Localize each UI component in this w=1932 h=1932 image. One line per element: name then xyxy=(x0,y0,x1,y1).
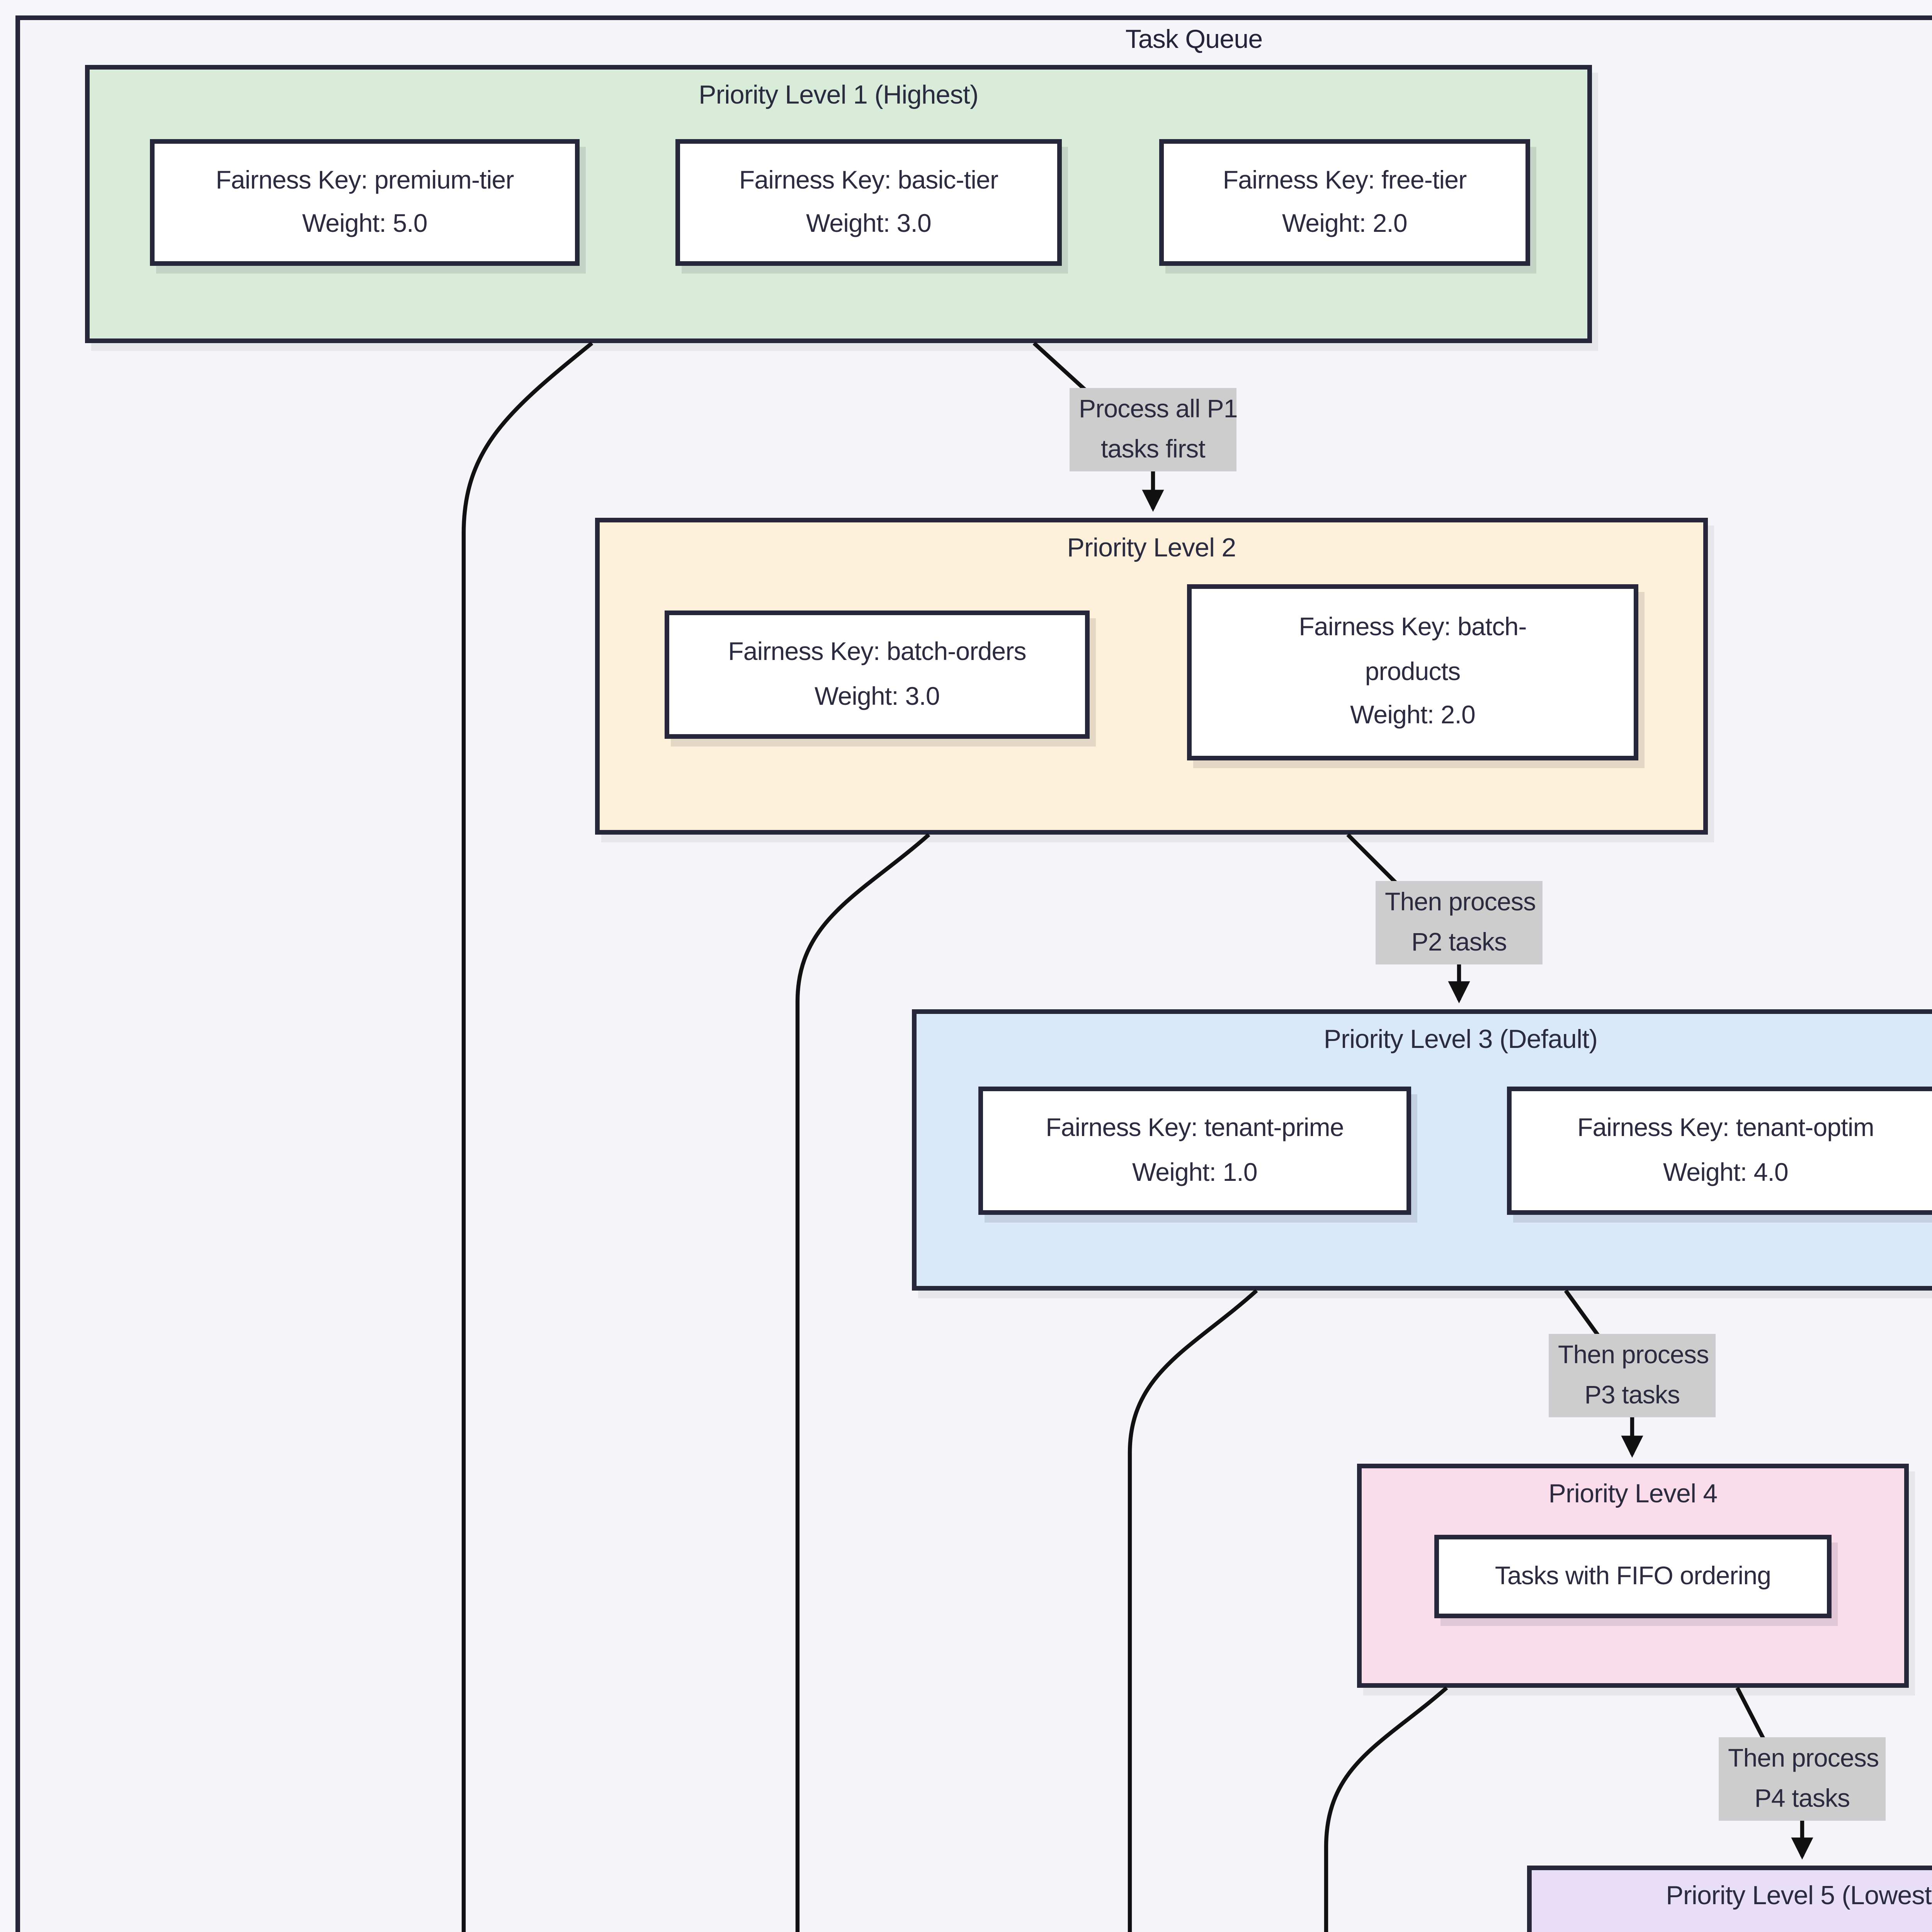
edge-label-p1-p2: Process all P1 tasks first xyxy=(1070,388,1238,471)
cluster-priority-1-title: Priority Level 1 (Highest) xyxy=(699,80,978,110)
cluster-priority-4-title: Priority Level 4 xyxy=(1548,1479,1718,1509)
cluster-priority-5: Priority Level 5 (Lowest) xyxy=(1527,1866,1932,1932)
task-queue-title: Task Queue xyxy=(1125,25,1263,54)
edge-label-p4-p5: Then process P4 tasks xyxy=(1719,1737,1886,1821)
cluster-priority-2-title: Priority Level 2 xyxy=(1067,533,1236,563)
cluster-priority-3-title: Priority Level 3 (Default) xyxy=(1323,1025,1598,1054)
edge-label-p3-p4: Then process P3 tasks xyxy=(1549,1334,1716,1417)
cluster-priority-5-title: Priority Level 5 (Lowest) xyxy=(1666,1881,1932,1910)
node-p4-fifo: Tasks with FIFO ordering xyxy=(1434,1535,1832,1618)
edge-label-p2-p3: Then process P2 tasks xyxy=(1376,881,1543,964)
